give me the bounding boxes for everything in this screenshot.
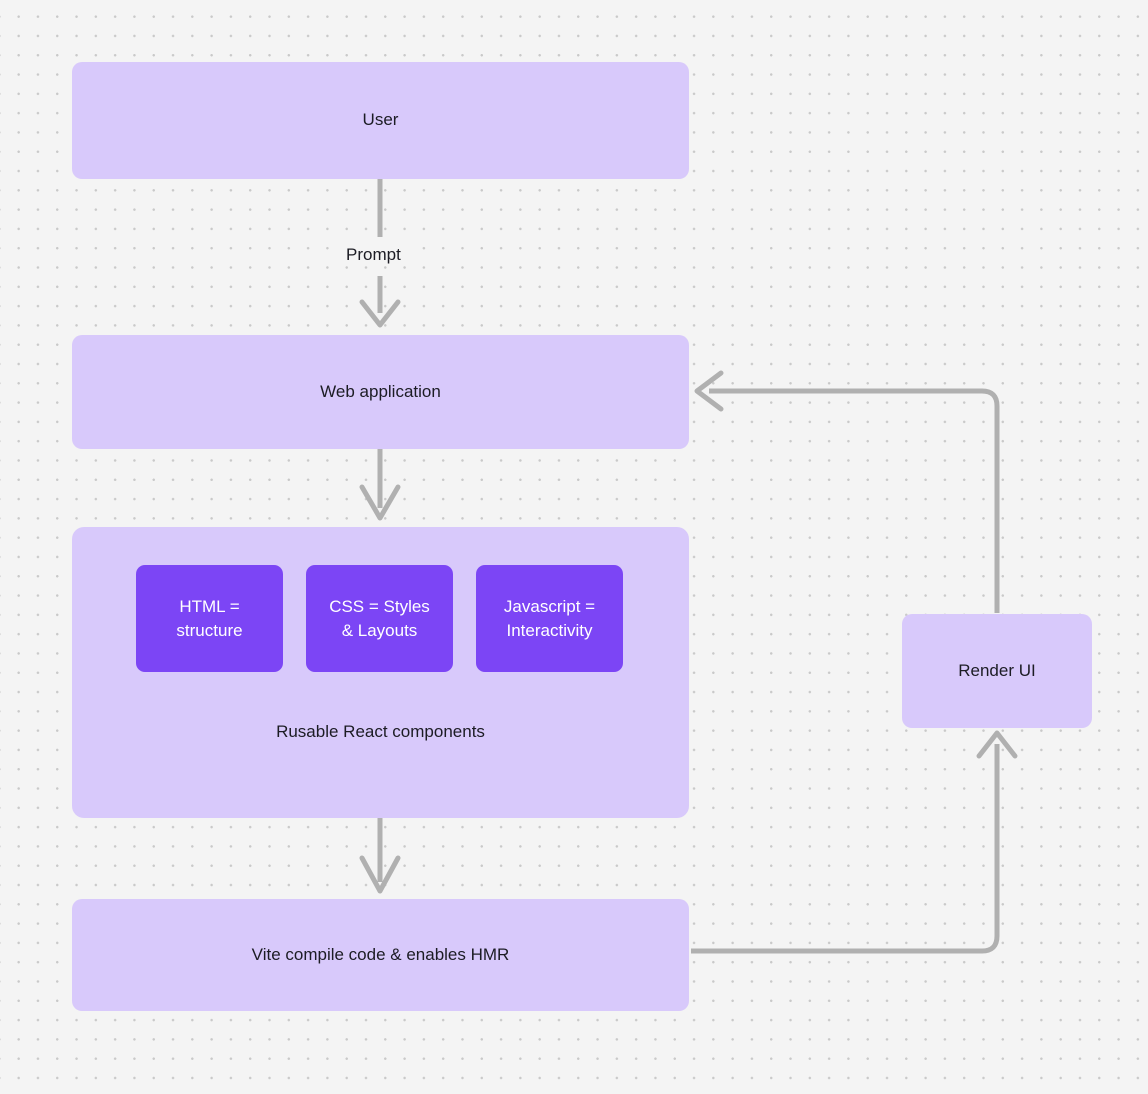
node-web-application-label: Web application [320,381,441,401]
node-vite[interactable]: Vite compile code & enables HMR [72,899,689,1011]
subnode-css-line1: CSS = Styles [329,597,430,617]
edge-components-to-vite [359,818,401,894]
node-user-label: User [362,110,399,130]
node-web-application[interactable]: Web application [72,335,689,449]
node-user[interactable]: User [72,62,689,179]
subnode-html-line2: structure [176,620,243,640]
subnode-javascript-line1: Javascript = [503,597,596,617]
node-vite-label: Vite compile code & enables HMR [251,944,510,964]
subnode-css-line2: & Layouts [341,620,418,640]
node-components-group[interactable]: HTML = structure CSS = Styles & Layouts … [72,527,689,818]
subnode-javascript-line2: Interactivity [506,620,593,640]
node-components-group-caption: Rusable React components [276,722,485,741]
node-render-ui[interactable]: Render UI [902,614,1092,728]
edge-label-prompt: Prompt [341,245,406,265]
subnode-javascript[interactable]: Javascript = Interactivity [476,565,623,672]
edge-web-application-to-components [359,449,401,521]
subnode-html-line1: HTML = [179,597,240,617]
edge-vite-to-render-ui [691,730,1018,954]
edge-render-ui-to-web-application [694,370,1000,613]
node-render-ui-label: Render UI [958,660,1036,680]
subnode-html[interactable]: HTML = structure [136,565,283,672]
subnode-css[interactable]: CSS = Styles & Layouts [306,565,453,672]
